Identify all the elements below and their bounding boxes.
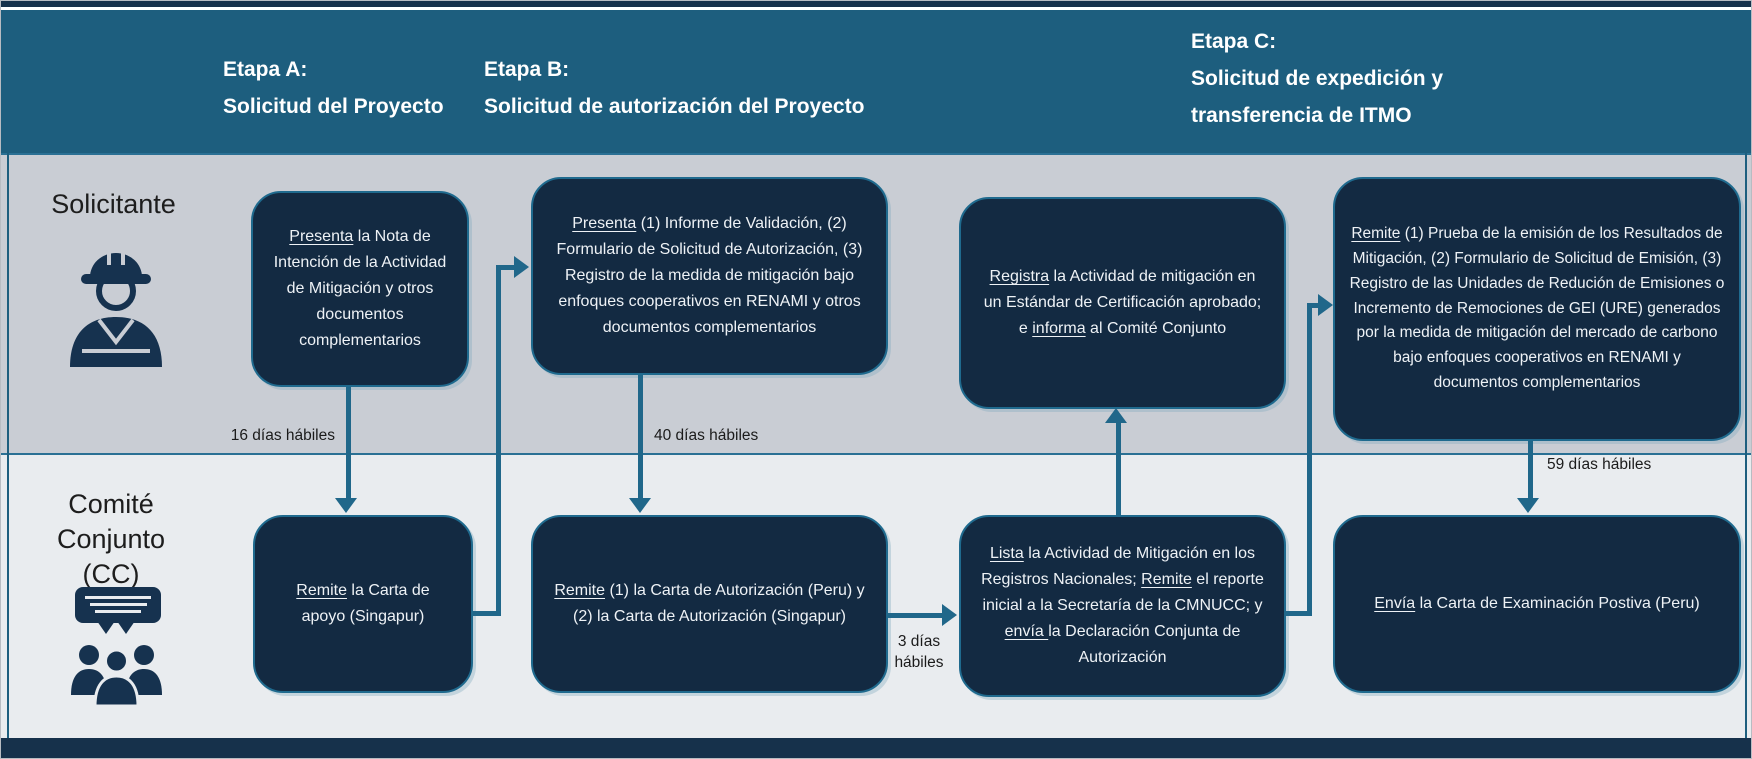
stage-c-line3: transferencia de ITMO [1191, 104, 1412, 127]
label-40-dias: 40 días hábiles [654, 427, 759, 444]
arrowhead-b-down-icon [629, 498, 651, 513]
lane-cc-label-line2: (CC) [82, 559, 140, 589]
box-cc-etapa-c-text: Envía la Carta de Examinación Postiva (P… [1374, 595, 1700, 613]
box-solicitante-etapa-a: Presenta la Nota de Intención de la Acti… [251, 191, 469, 387]
box-solicitante-etapa-a-text: Presenta la Nota de Intención de la Acti… [273, 228, 447, 349]
lane-cc-label: Comité Conjunto (CC) [11, 487, 211, 592]
connector-cc2-right [886, 613, 944, 618]
stage-b-line1: Etapa B: [484, 58, 570, 81]
connector-lista-up [1116, 421, 1121, 516]
box-cc-etapa-a: Remite la Carta de apoyo (Singapur) [253, 515, 473, 693]
top-border-bar [1, 1, 1751, 7]
box-cc-etapa-b: Remite (1) la Carta de Autorización (Per… [531, 515, 888, 693]
box-solicitante-registra-text: Registra la Actividad de mitigación en u… [983, 268, 1262, 337]
arrowhead-lista-to-c-icon [1318, 294, 1333, 316]
connector-cc1-up [496, 265, 501, 616]
box-cc-etapa-a-text: Remite la Carta de apoyo (Singapur) [296, 582, 430, 625]
frame-left-border [7, 153, 9, 738]
connector-lista-up-right [1307, 303, 1312, 616]
arrowhead-cc2-right-icon [942, 604, 957, 626]
box-solicitante-registra: Registra la Actividad de mitigación en u… [959, 197, 1286, 409]
connector-lista-stub [1284, 611, 1312, 616]
stage-a-line2: Solicitud del Proyecto [223, 95, 444, 118]
stage-a-line1: Etapa A: [223, 58, 308, 81]
connector-lista-to-c [1307, 303, 1320, 308]
box-cc-lista-text: Lista la Actividad de Mitigación en los … [981, 545, 1264, 666]
lane-cc-label-line1: Comité Conjunto [56, 489, 166, 554]
arrowhead-lista-up-icon [1105, 408, 1127, 423]
connector-c-down [1528, 441, 1533, 499]
connector-cc1-stub [473, 611, 501, 616]
connector-a1-down [346, 387, 351, 499]
label-3-dias: 3 días hábiles [894, 633, 944, 671]
worker-icon [70, 251, 162, 367]
stage-b-title: Etapa B: Solicitud de autorización del P… [484, 51, 864, 125]
box-cc-lista: Lista la Actividad de Mitigación en los … [959, 515, 1286, 697]
box-cc-etapa-b-text: Remite (1) la Carta de Autorización (Per… [554, 582, 865, 625]
arrowhead-a1-down-icon [335, 498, 357, 513]
stage-c-title: Etapa C: Solicitud de expedición y trans… [1191, 23, 1443, 134]
header-band [1, 10, 1751, 153]
box-solicitante-etapa-c-text: Remite (1) Prueba de la emisión de los R… [1349, 225, 1725, 391]
box-solicitante-etapa-c: Remite (1) Prueba de la emisión de los R… [1333, 177, 1741, 441]
box-solicitante-etapa-b: Presenta (1) Informe de Validación, (2) … [531, 177, 888, 375]
committee-icon [71, 587, 162, 708]
label-59-dias: 59 días hábiles [1547, 456, 1652, 473]
connector-b-down [638, 375, 643, 499]
bottom-border-bar [1, 738, 1751, 758]
label-16-dias: 16 días hábiles [230, 427, 335, 444]
lane-solicitante-label: Solicitante [16, 187, 211, 222]
frame-right-border [1745, 153, 1747, 738]
stage-a-title: Etapa A: Solicitud del Proyecto [223, 51, 444, 125]
stage-c-line1: Etapa C: [1191, 30, 1277, 53]
connector-cc1-to-b [496, 265, 516, 270]
stage-c-line2: Solicitud de expedición y [1191, 67, 1444, 90]
box-solicitante-etapa-b-text: Presenta (1) Informe de Validación, (2) … [556, 215, 863, 336]
stage-b-line2: Solicitud de autorización del Proyecto [484, 95, 865, 118]
arrowhead-cc1-to-b-icon [514, 256, 529, 278]
arrowhead-c-down-icon [1517, 498, 1539, 513]
box-cc-etapa-c: Envía la Carta de Examinación Postiva (P… [1333, 515, 1741, 693]
lane-solicitante-label-text: Solicitante [51, 189, 176, 219]
